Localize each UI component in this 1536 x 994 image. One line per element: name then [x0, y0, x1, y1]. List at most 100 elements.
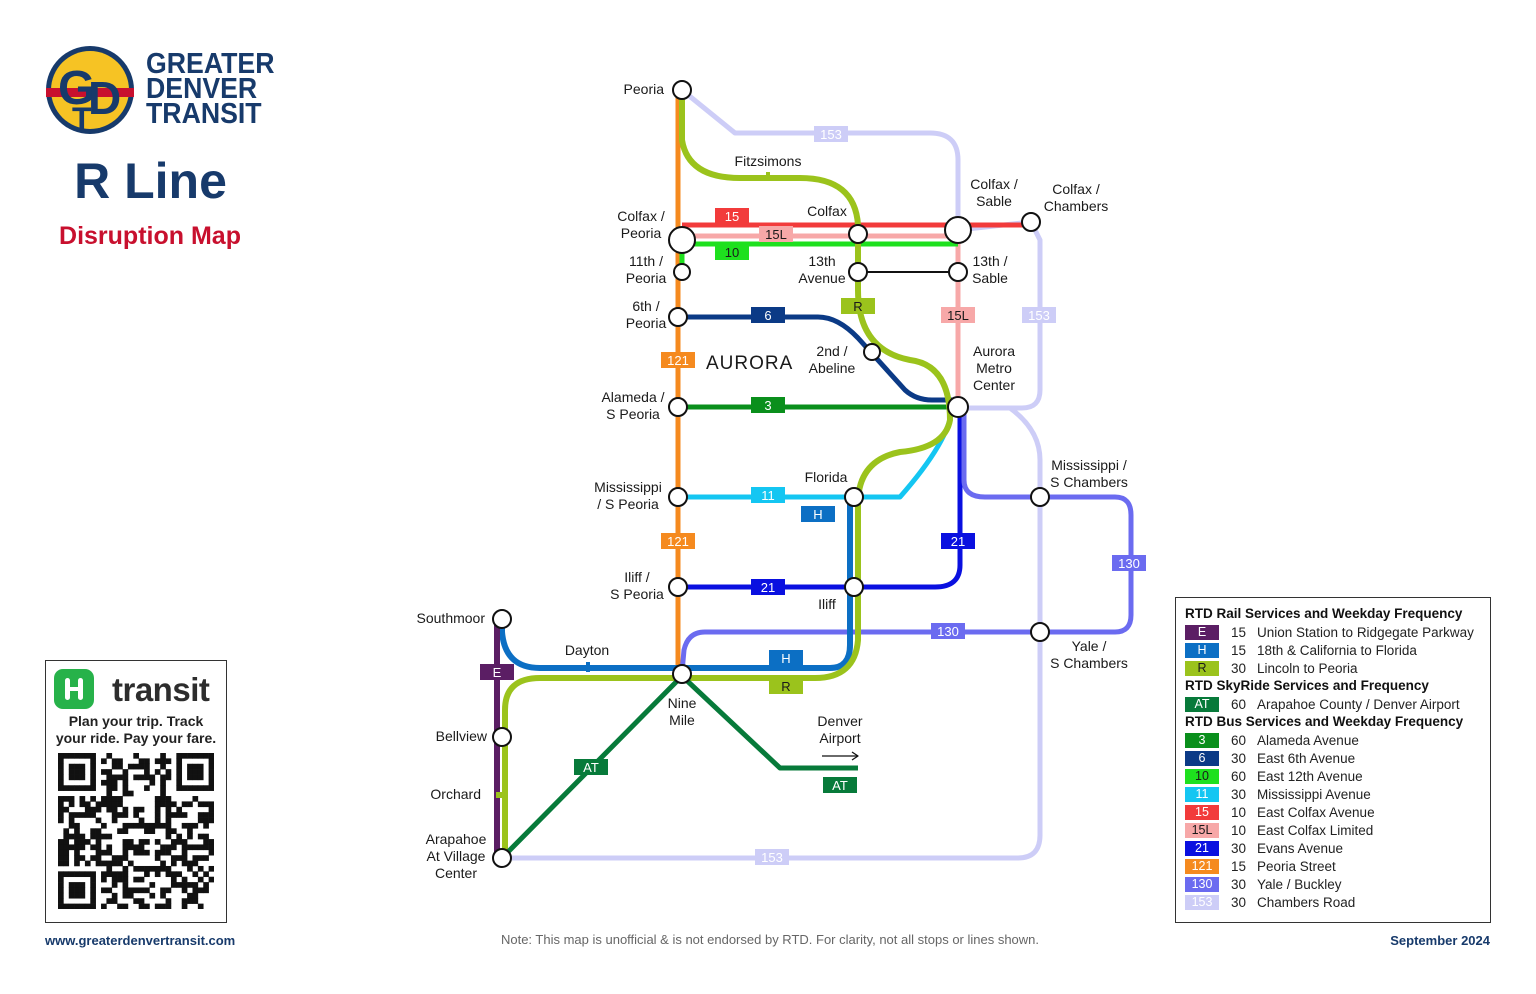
- station-southmoor: [492, 609, 512, 629]
- route-badge-label: 6: [764, 308, 771, 323]
- legend-route-badge: 153: [1185, 894, 1219, 910]
- route-badge-label: 153: [1028, 308, 1050, 323]
- route-badge-130: 130: [1112, 555, 1146, 571]
- station-label-fitzsimons: Fitzsimons: [735, 153, 802, 169]
- route-badge-label: 153: [761, 850, 783, 865]
- route-badge-bg: [715, 244, 749, 260]
- route-badge-bg: [759, 226, 793, 242]
- route-badge-h: H: [769, 650, 803, 666]
- route-badge-bg: [715, 208, 749, 224]
- route-badge-label: 121: [667, 353, 689, 368]
- svg-text:T: T: [72, 101, 92, 136]
- station-label-line: Sable: [976, 193, 1012, 209]
- legend-route-badge: 6: [1185, 750, 1219, 766]
- route-badge-bg: [480, 664, 514, 680]
- station-label-line: Sable: [972, 270, 1008, 286]
- route-badge-bg: [941, 307, 975, 323]
- disclaimer-note: Note: This map is unofficial & is not en…: [500, 932, 1040, 947]
- station-label-line: Metro: [976, 360, 1012, 376]
- station-dayton-tick: [586, 662, 590, 672]
- legend-route-name: Peoria Street: [1257, 858, 1336, 874]
- legend-frequency: 15: [1231, 858, 1247, 874]
- route-badge-label: AT: [583, 760, 599, 775]
- right-arrow-icon: [822, 751, 859, 761]
- route-h-line: [499, 498, 853, 671]
- station-mississippi-peoria: [668, 487, 688, 507]
- route-6-line: [678, 314, 958, 403]
- transit-tagline: Plan your trip. Track your ride. Pay you…: [50, 713, 222, 747]
- station-aurora-metro: [947, 396, 969, 418]
- legend-route-badge: 21: [1185, 840, 1219, 856]
- route-badge-121: 121: [661, 352, 695, 368]
- legend-route-name: Evans Avenue: [1257, 840, 1344, 856]
- route-badge-bg: [931, 623, 965, 639]
- legend-route-name: Union Station to Ridgegate Parkway: [1257, 624, 1474, 640]
- route-badge-bg: [814, 126, 848, 142]
- station-13th-avenue: [848, 262, 868, 282]
- station-label-colfax-chambers: Colfax /Chambers: [1044, 181, 1109, 214]
- route-badge-15: 15: [715, 208, 749, 224]
- station-label-line: 13th: [808, 253, 835, 269]
- route-badge-label: 10: [725, 245, 739, 260]
- legend-route-badge: 15L: [1185, 822, 1219, 838]
- station-nine-mile: [672, 664, 692, 684]
- route-badge-121: 121: [661, 533, 695, 549]
- route-badge-15l: 15L: [941, 307, 975, 323]
- legend-route-badge: 121: [1185, 858, 1219, 874]
- route-badge-bg: [841, 298, 875, 314]
- station-label-line: Avenue: [798, 270, 845, 286]
- station-colfax-chambers: [1021, 212, 1041, 232]
- legend-frequency: 10: [1231, 804, 1247, 820]
- route-badge-3: 3: [751, 397, 785, 413]
- route-badge-label: 21: [761, 580, 775, 595]
- station-label-2nd-abeline: 2nd /Abeline: [809, 343, 856, 376]
- route-badge-bg: [823, 777, 857, 793]
- station-label-line: Bellview: [436, 728, 488, 744]
- station-fitzsimons-tick: [766, 172, 770, 181]
- station-2nd-abeline: [863, 343, 881, 361]
- station-13th-sable: [948, 262, 968, 282]
- legend-section-title: RTD SkyRide Services and Frequency: [1185, 678, 1429, 693]
- route-badge-at: AT: [823, 777, 857, 793]
- legend-section-title: RTD Rail Services and Weekday Frequency: [1185, 606, 1463, 621]
- legend-route-badge: 3: [1185, 732, 1219, 748]
- station-label-line: 2nd /: [816, 343, 847, 359]
- legend-route-name: 18th & California to Florida: [1257, 642, 1417, 658]
- station-label-line: Center: [435, 865, 477, 881]
- station-iliff: [844, 577, 864, 597]
- legend-route-name: Alameda Avenue: [1257, 732, 1359, 748]
- station-label-line: Abeline: [809, 360, 856, 376]
- station-florida: [844, 487, 864, 507]
- legend-row-121: 121 15 Peoria Street: [1185, 858, 1336, 876]
- station-label-line: Colfax: [807, 203, 847, 219]
- station-peoria: [672, 80, 692, 100]
- legend-route-name: Chambers Road: [1257, 894, 1356, 910]
- station-label-line: Yale /: [1072, 638, 1107, 654]
- station-11th-peoria: [673, 263, 691, 281]
- station-label-11th-peoria: 11th /Peoria: [626, 253, 667, 286]
- station-label-line: Airport: [819, 730, 860, 746]
- station-label-line: Mile: [669, 712, 695, 728]
- station-label-mississippi-peoria: Mississippi/ S Peoria: [594, 479, 662, 512]
- transit-app-promo[interactable]: transit Plan your trip. Track your ride.…: [45, 660, 227, 923]
- website-link[interactable]: www.greaterdenvertransit.com: [45, 933, 236, 948]
- legend-route-badge: H: [1185, 642, 1219, 658]
- route-badge-label: 15: [725, 209, 739, 224]
- legend-frequency: 60: [1231, 696, 1247, 712]
- station-label-southmoor: Southmoor: [417, 610, 486, 626]
- legend-route-badge: R: [1185, 660, 1219, 676]
- legend-frequency: 30: [1231, 786, 1247, 802]
- station-label-line: Nine: [668, 695, 697, 711]
- route-badge-153: 153: [1022, 307, 1056, 323]
- qr-code-icon[interactable]: [58, 753, 214, 909]
- station-alameda-peoria: [668, 397, 688, 417]
- station-label-peoria: Peoria: [624, 81, 665, 97]
- station-label-line: Peoria: [626, 315, 667, 331]
- station-label-line: At Village: [427, 848, 486, 864]
- route-badge-label: 11: [761, 488, 775, 503]
- greater-denver-transit-logo: G D T: [46, 46, 134, 136]
